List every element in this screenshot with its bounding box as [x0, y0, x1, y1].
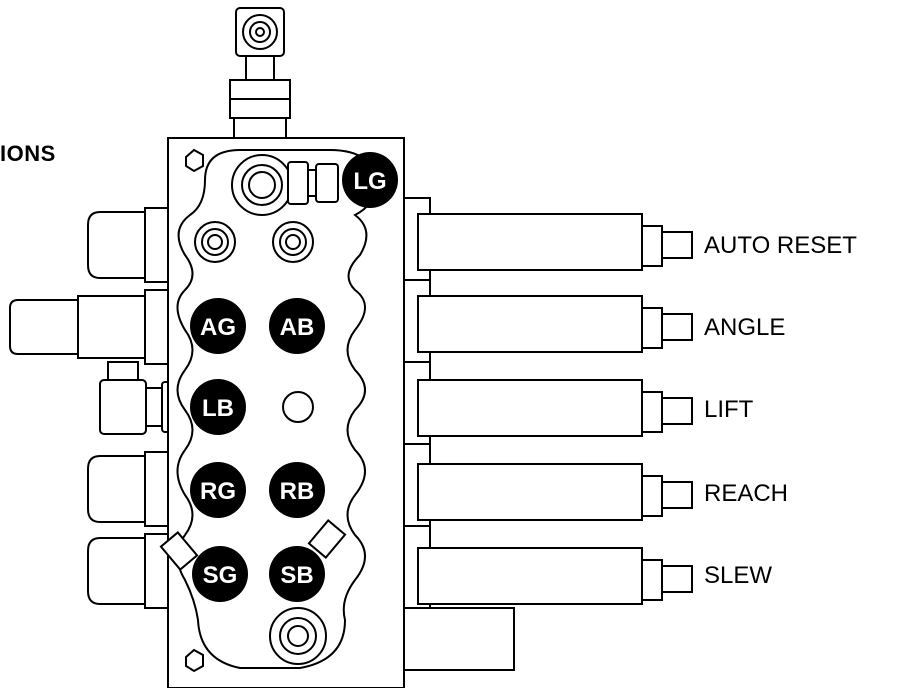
function-label-slew: SLEW	[704, 562, 773, 589]
lg-fitting	[287, 161, 339, 205]
port-marker-ag: AG	[190, 298, 246, 354]
port-marker-ab: AB	[269, 298, 325, 354]
port-label-sb: SB	[280, 562, 313, 589]
function-label-lift: LIFT	[704, 396, 754, 423]
function-label-auto-reset: AUTO RESET	[704, 232, 857, 259]
port-marker-sg: SG	[192, 546, 248, 602]
right-spools	[403, 197, 693, 671]
port-label-lg: LG	[353, 168, 386, 195]
port-marker-rg: RG	[190, 462, 246, 518]
function-label-angle: ANGLE	[704, 314, 786, 341]
port-label-ag: AG	[200, 314, 236, 341]
port-marker-lg: LG	[342, 152, 398, 208]
left-spools	[9, 207, 183, 609]
port-marker-sb: SB	[269, 546, 325, 602]
port-label-ab: AB	[280, 314, 315, 341]
port-label-rg: RG	[200, 478, 236, 505]
port-label-rb: RB	[280, 478, 315, 505]
port-marker-rb: RB	[269, 462, 325, 518]
top-fitting	[229, 7, 291, 139]
diagram-heading: IONS	[0, 141, 56, 166]
function-label-reach: REACH	[704, 480, 789, 507]
port-label-lb: LB	[202, 395, 234, 422]
port-marker-lb: LB	[190, 379, 246, 435]
port-label-sg: SG	[203, 562, 238, 589]
slew-fittings	[159, 519, 347, 571]
gauge-ports	[194, 154, 327, 665]
